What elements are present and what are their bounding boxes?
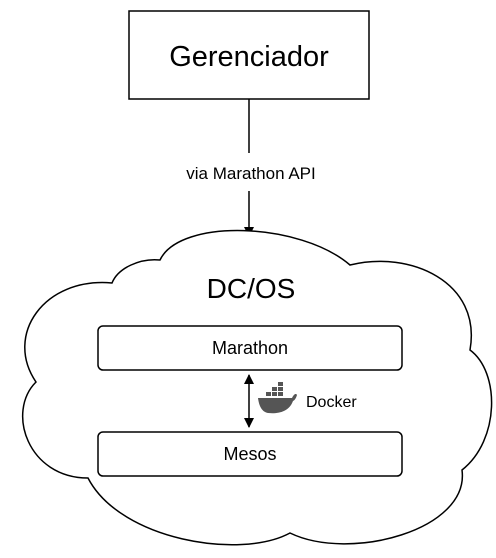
connector-label: via Marathon API	[186, 164, 315, 183]
docker-label: Docker	[306, 394, 357, 411]
manager-label: Gerenciador	[169, 41, 329, 73]
docker-whale-icon	[258, 382, 297, 414]
mesos-node: Mesos	[97, 431, 403, 477]
marathon-box	[97, 325, 403, 371]
manager-box	[128, 10, 370, 100]
mesos-label: Mesos	[223, 444, 276, 464]
marathon-label: Marathon	[212, 338, 288, 358]
api-connector: via Marathon API	[186, 99, 316, 237]
marathon-node: Marathon	[97, 325, 403, 371]
manager-node: Gerenciador	[128, 10, 370, 100]
cloud-title: DC/OS	[207, 273, 296, 304]
mesos-box	[97, 431, 403, 477]
